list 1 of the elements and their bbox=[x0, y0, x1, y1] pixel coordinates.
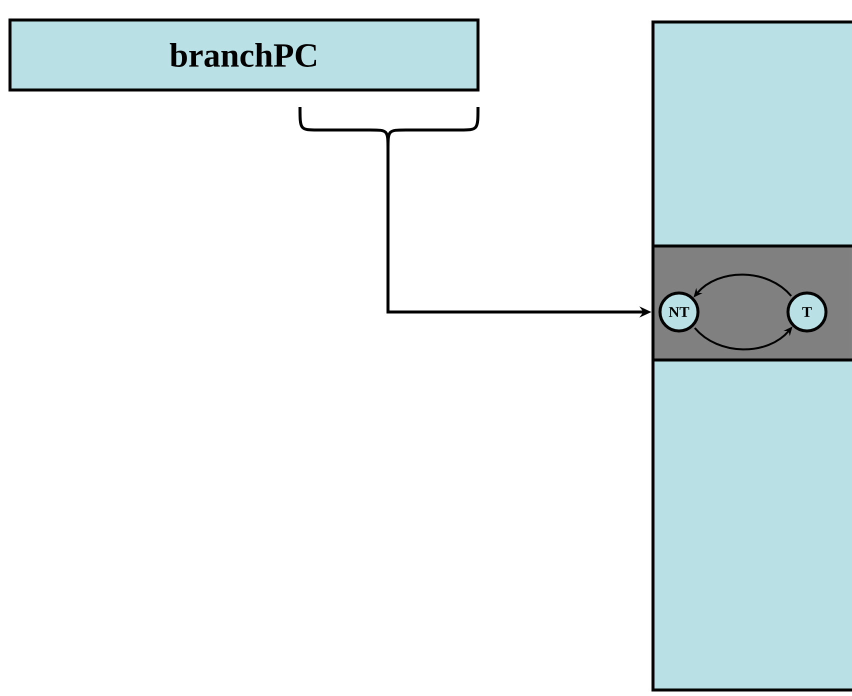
register-box: branchPC bbox=[8, 18, 480, 92]
